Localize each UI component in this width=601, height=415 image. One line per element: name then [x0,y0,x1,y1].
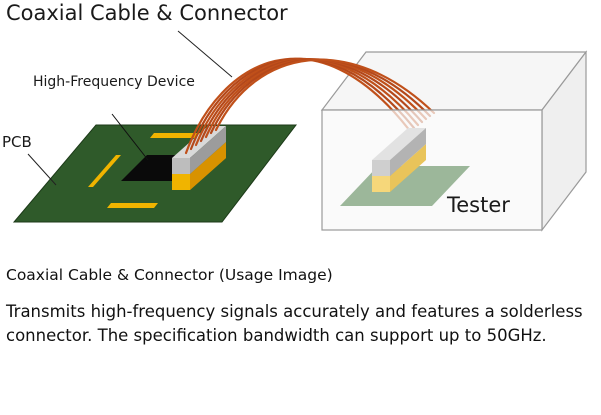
figure-caption: Coaxial Cable & Connector (Usage Image) [6,266,333,284]
coaxial-cable-bundle [184,57,436,155]
diagram-title-label: Coaxial Cable & Connector [6,1,288,25]
pcb-leader-line [27,153,57,186]
coaxial-usage-diagram [12,30,588,232]
tester-connector [372,128,426,192]
figure-description: Transmits high-frequency signals accurat… [6,302,583,345]
title-leader-line [177,30,233,78]
high-frequency-device-label: High-Frequency Device [33,74,195,90]
pcb-connector [172,126,226,190]
pcb-label: PCB [2,133,32,151]
tester-label: Tester [447,193,510,217]
tester-box-top [320,51,588,111]
pcb-gold-pad [150,133,200,138]
pcb-gold-pad [88,155,121,187]
pcb-gold-pad [107,203,158,208]
device-leader-line [111,113,149,161]
